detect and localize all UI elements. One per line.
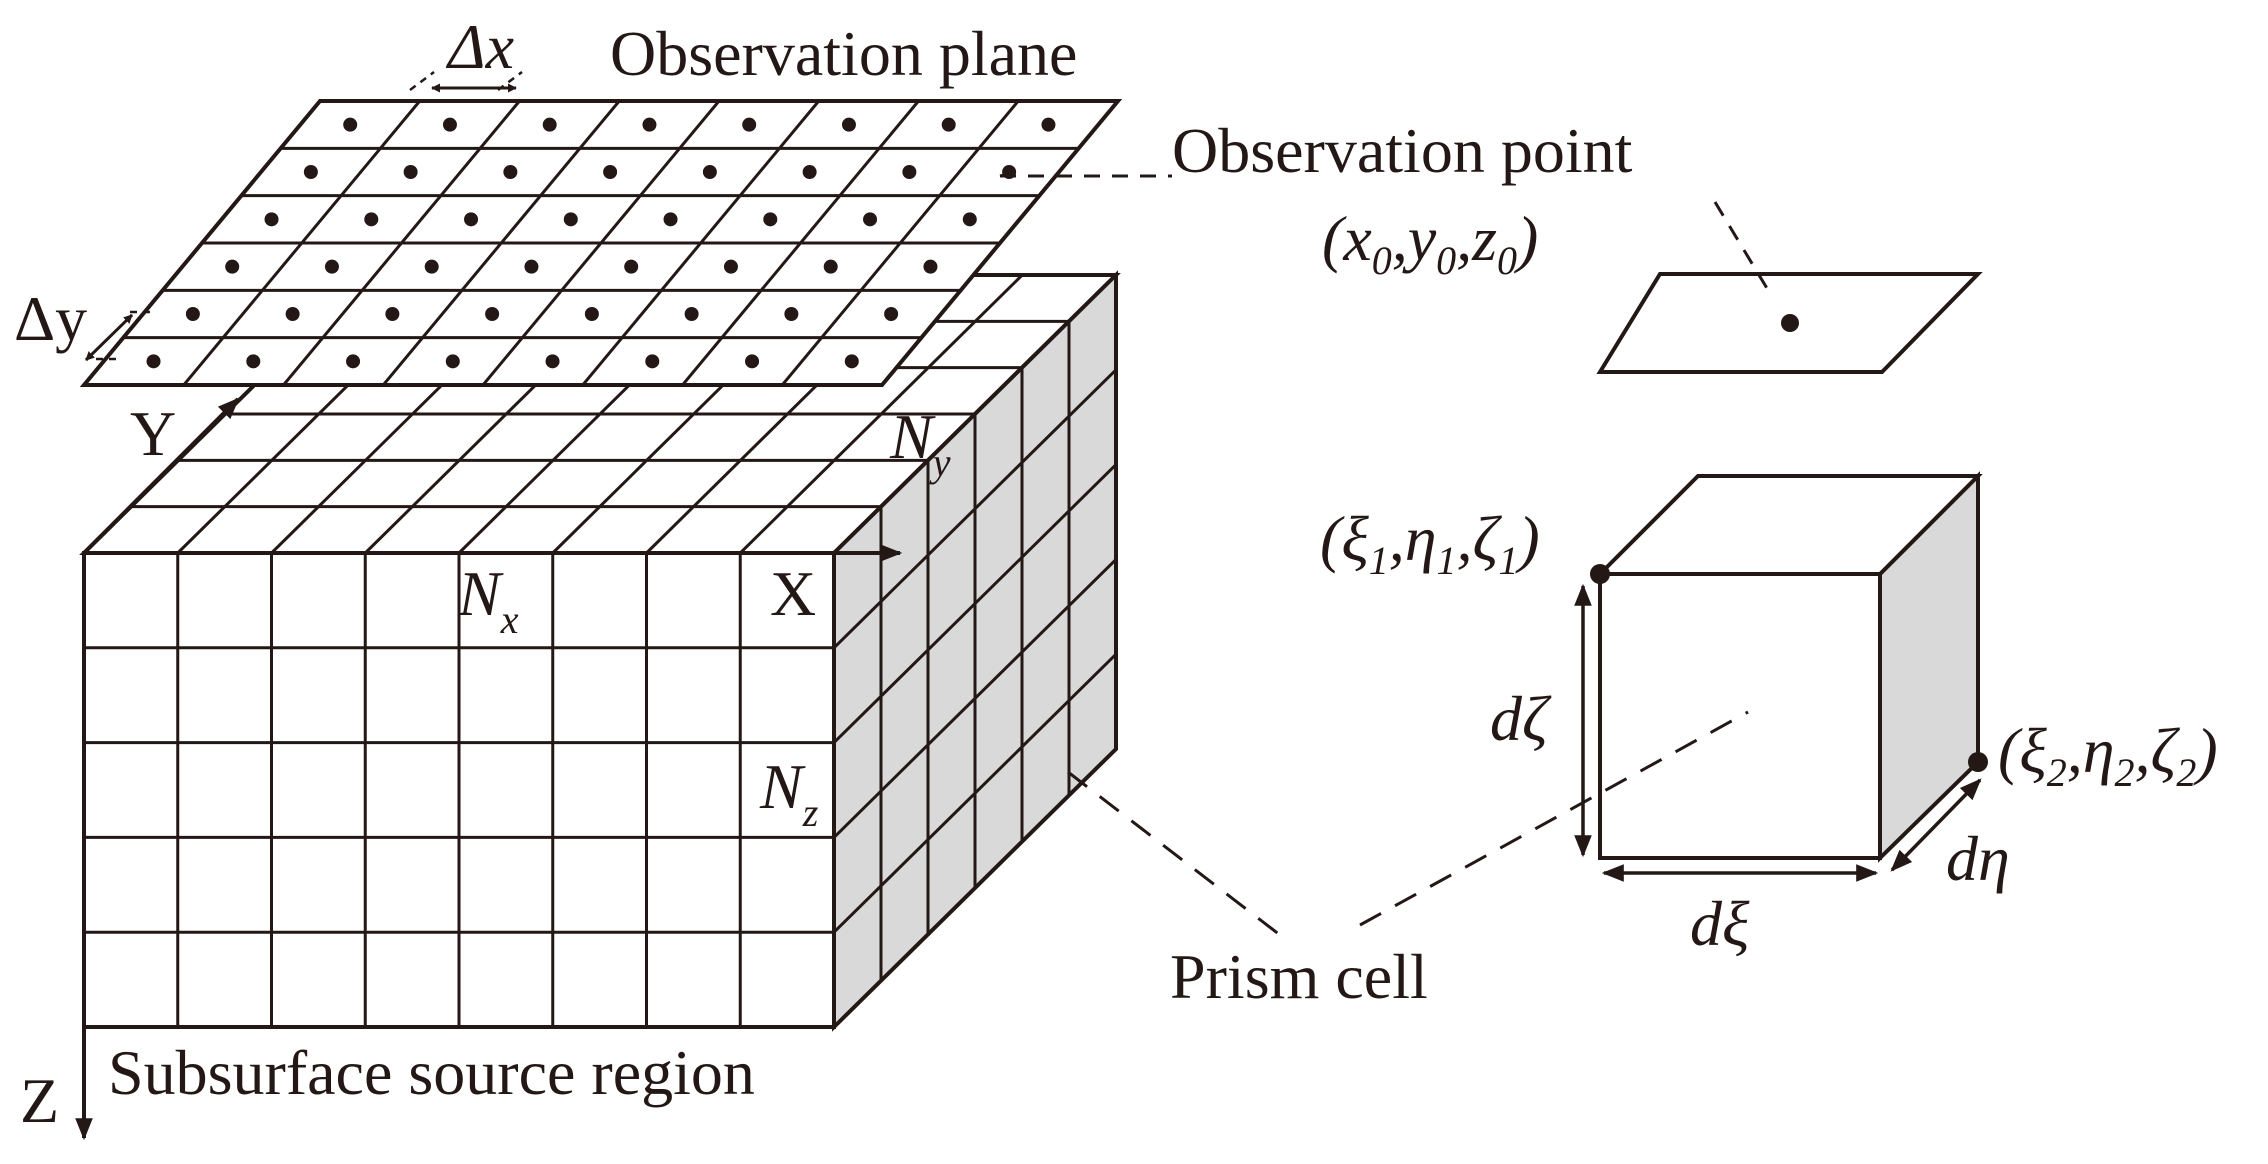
z-axis-label: Z: [20, 1065, 59, 1136]
prism-cell-front-face: [1598, 572, 1882, 860]
observation-point-dot: [503, 165, 518, 179]
observation-point-dot: [464, 212, 479, 227]
observation-point-dot: [485, 307, 500, 321]
observation-point-dot: [642, 117, 657, 132]
block-side-gridline: [832, 558, 1118, 839]
dy-arrow: [84, 313, 134, 362]
dxi-label: dξ: [1690, 888, 1750, 959]
coordinate-axes: [75, 397, 903, 1141]
corner-2-coords: (ξ2,η2,ζ2): [1998, 715, 2218, 795]
observation-point-dot: [445, 354, 460, 369]
observation-point-dot: [343, 117, 358, 132]
y-axis-label: Y: [130, 398, 176, 469]
observation-point-dot: [663, 212, 678, 227]
observation-point-dot: [723, 259, 738, 274]
observation-point-dot: [962, 212, 977, 227]
observation-point-dot: [364, 212, 379, 227]
block-front-face: [82, 551, 836, 1029]
block-side-gridline: [832, 653, 1118, 934]
observation-point-leader: [1713, 201, 1770, 291]
observation-point-dot: [524, 259, 539, 274]
observation-point-dot: [1041, 117, 1056, 132]
observation-point-dot: [742, 117, 757, 132]
nz-label: Nz: [759, 751, 819, 835]
dx-extension-line: [409, 71, 435, 91]
nx-label: Nx: [457, 558, 519, 642]
corner-1-coords: (ξ1,η1,ζ1): [1320, 503, 1540, 583]
dzeta-label: dζ: [1490, 683, 1552, 754]
prism-cell-leader: [1359, 710, 1749, 927]
observation-point-dot: [863, 212, 878, 227]
observation-point-dot: [545, 354, 560, 369]
dx-label: Δx: [445, 11, 514, 82]
observation-point-dot: [303, 165, 318, 179]
observation-point-dot: [884, 307, 899, 321]
corner-2-dot: [1968, 752, 1988, 772]
subsurface-source-region-label: Subsurface source region: [108, 1037, 755, 1108]
observation-point-dot: [941, 117, 956, 132]
corner-1-dot: [1590, 564, 1610, 584]
observation-point-dot: [584, 307, 599, 321]
prism-cell: [1590, 471, 1988, 863]
observation-point-dot: [185, 307, 200, 321]
observation-point-dot: [844, 354, 859, 369]
observation-point-dot: [424, 259, 439, 274]
observation-point-dot: [1781, 314, 1799, 332]
x-axis-label: X: [770, 558, 816, 629]
y-axis: [82, 397, 240, 555]
subsurface-block: [79, 270, 1121, 1032]
observation-point-dot: [246, 354, 261, 369]
deta-label: dη: [1946, 823, 2010, 894]
observation-point-dot: [324, 259, 339, 274]
observation-point-dot: [603, 165, 618, 179]
observation-point-dot: [563, 212, 578, 227]
observation-point-dot: [264, 212, 279, 227]
observation-point-dot: [645, 354, 660, 369]
observation-point-coords: (x0,y0,z0): [1322, 203, 1538, 283]
observation-point-detail: [1000, 174, 1983, 374]
block-side-gridline: [832, 368, 1118, 649]
observation-point-dot: [841, 117, 856, 132]
observation-point-dot: [225, 259, 240, 274]
dy-marker: [84, 310, 150, 362]
observation-point-dot: [542, 117, 557, 132]
observation-point-dot: [285, 307, 300, 321]
block-side-gridline: [832, 463, 1118, 744]
observation-point-dot: [442, 117, 457, 132]
observation-point-plane: [1596, 272, 1983, 374]
prism-cell-leader: [1067, 770, 1281, 937]
observation-point-dot: [802, 165, 817, 179]
observation-plane-label: Observation plane: [610, 18, 1077, 89]
observation-point-dot: [146, 354, 161, 369]
observation-point-dot: [823, 259, 838, 274]
observation-point-label: Observation point: [1172, 115, 1633, 186]
observation-point-dot: [346, 354, 361, 369]
dy-label: Δy: [14, 283, 87, 354]
observation-plane-grid: [79, 99, 1123, 387]
observation-point-dot: [745, 354, 760, 369]
dx-marker: [409, 71, 523, 93]
observation-point-dot: [624, 259, 639, 274]
prism-cell-label: Prism cell: [1170, 941, 1428, 1012]
observation-point-dot: [702, 165, 717, 179]
observation-point-dot: [403, 165, 418, 179]
observation-point-dot: [902, 165, 917, 179]
ny-label: Ny: [889, 401, 951, 485]
observation-point-dot: [385, 307, 400, 321]
observation-point-dot: [784, 307, 799, 321]
observation-point-dot: [684, 307, 699, 321]
observation-point-dot: [923, 259, 938, 274]
deta-arrow: [1890, 778, 1982, 872]
observation-point-dot: [763, 212, 778, 227]
